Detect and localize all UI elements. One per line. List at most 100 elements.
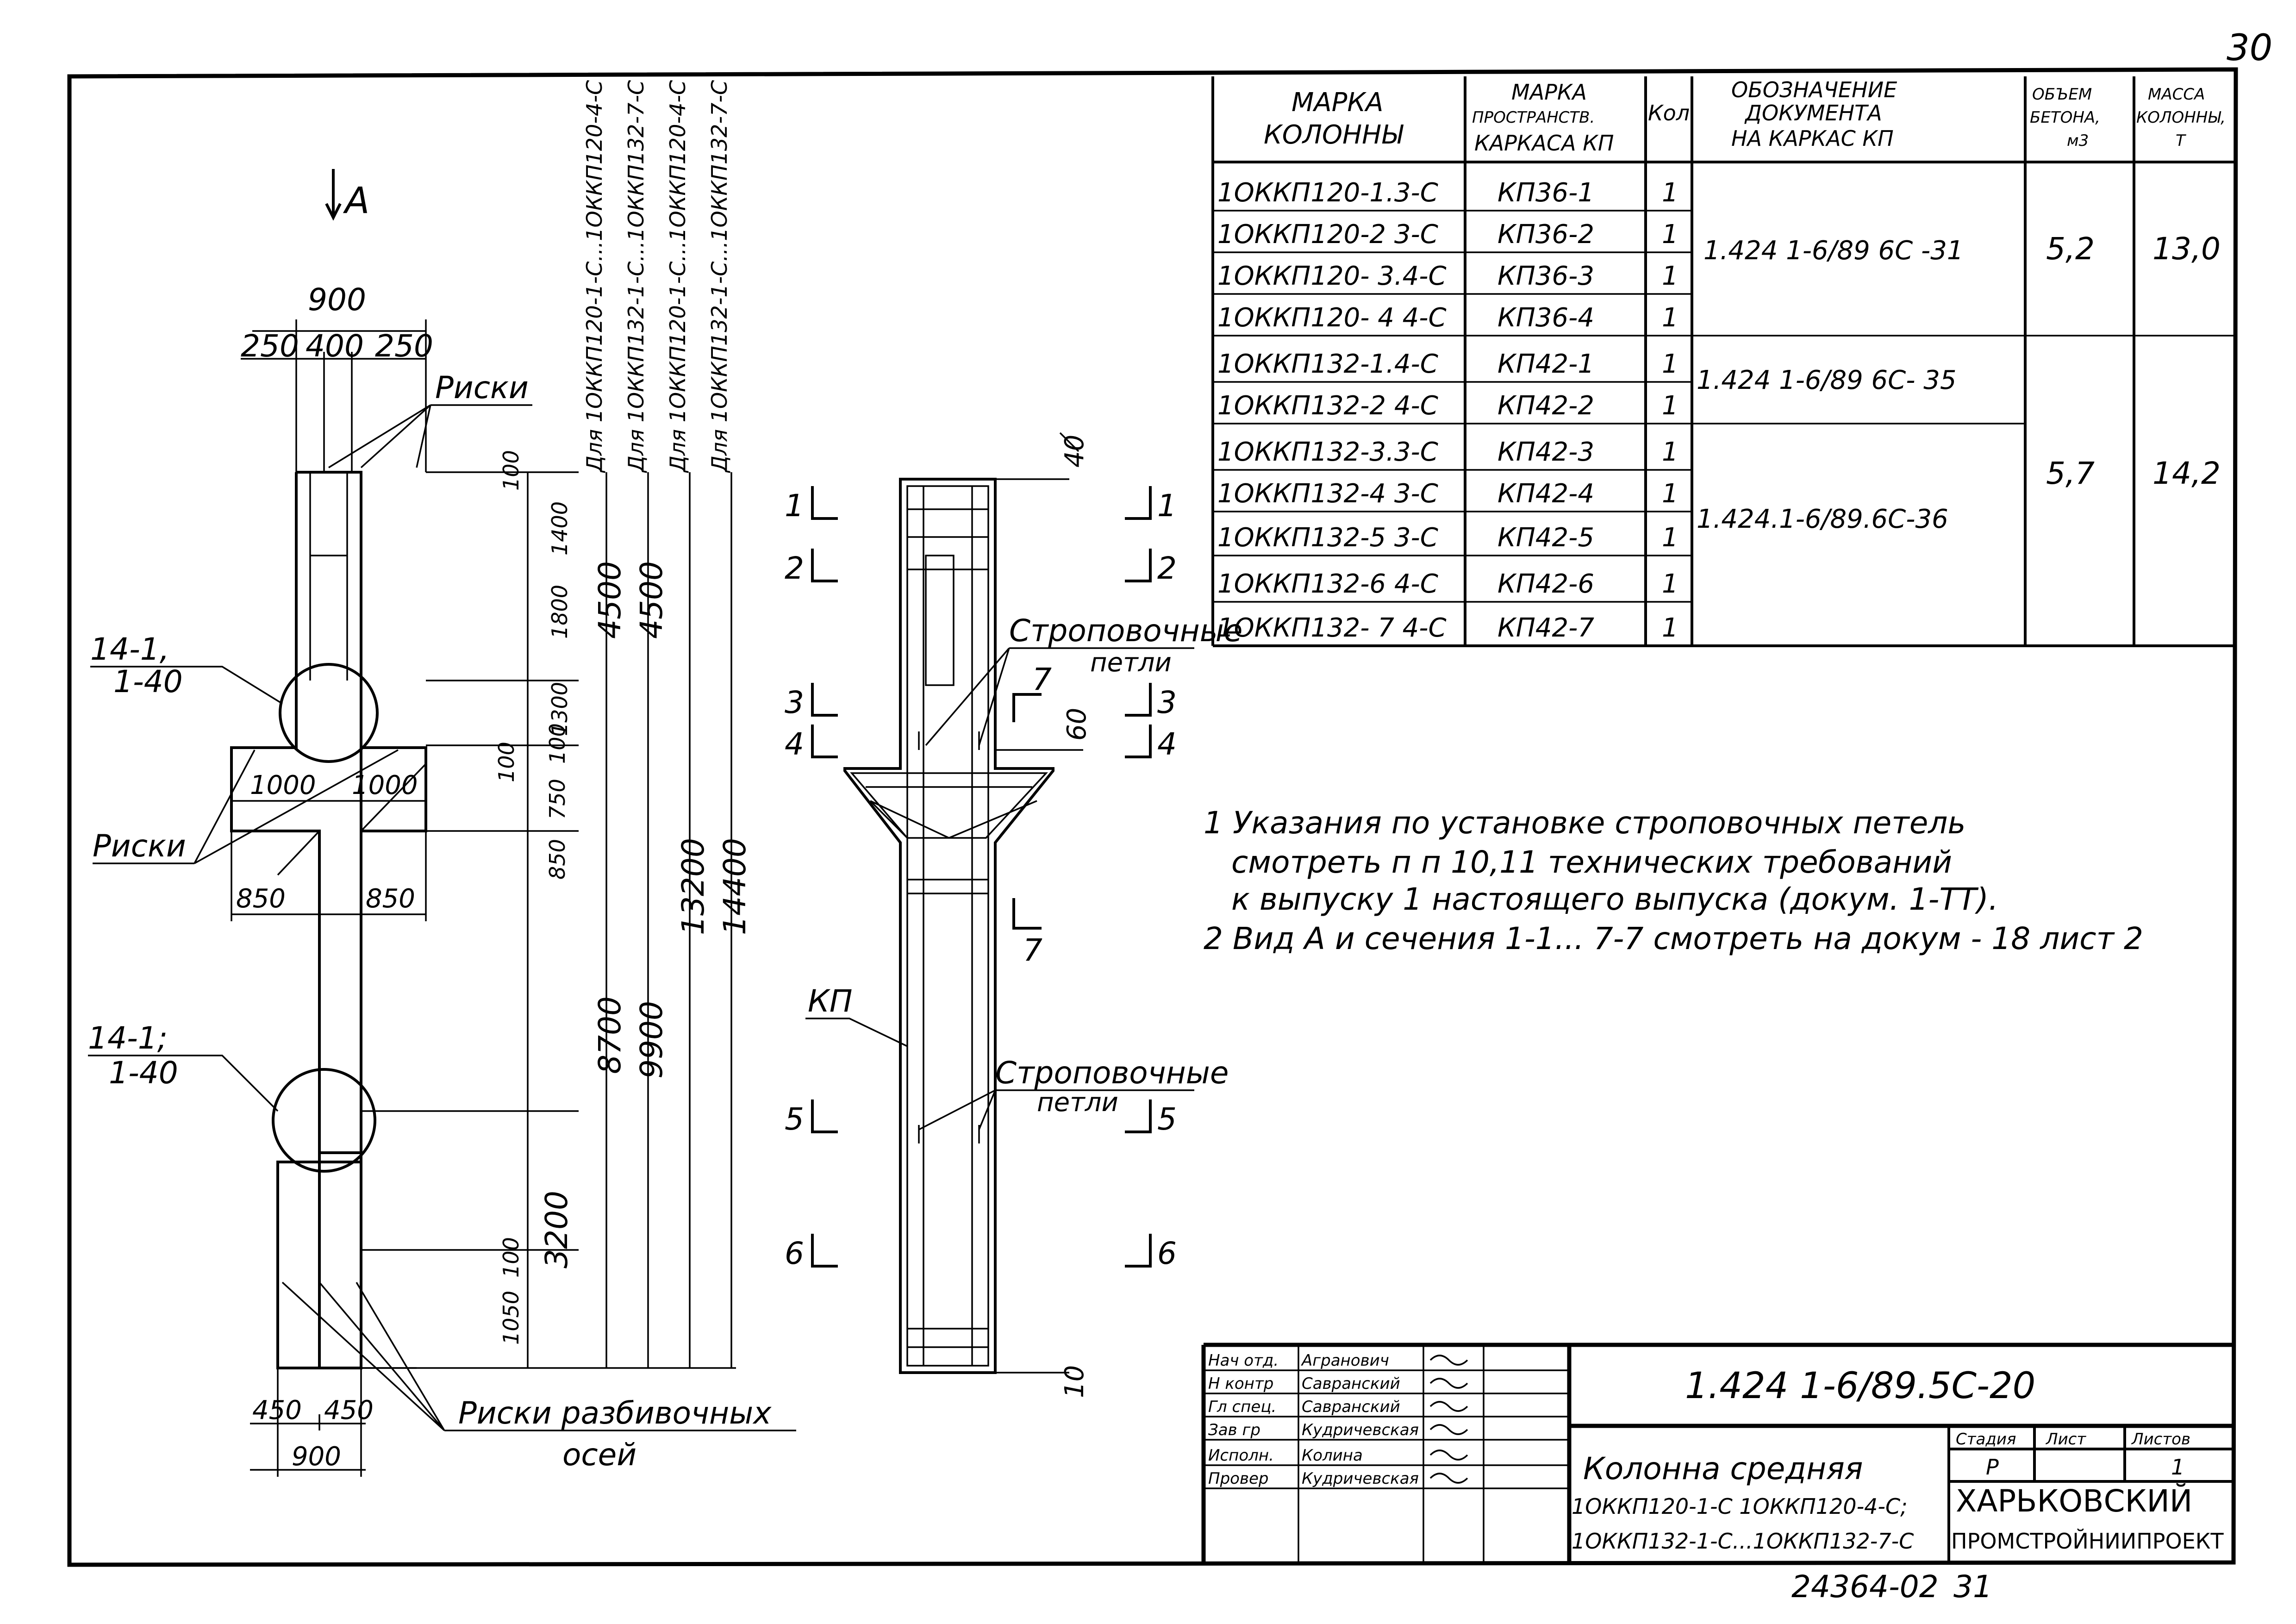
section-label-right: 6 — [1157, 1236, 1177, 1271]
view-label: А — [343, 180, 369, 222]
sheet-label: Лист — [2045, 1430, 2086, 1449]
section-arrow-icon — [811, 1099, 838, 1133]
section-arrow-icon — [1125, 1099, 1152, 1133]
row-frame: КП36-4 — [1497, 303, 1594, 333]
dim-v-1050: 1050 — [499, 1291, 524, 1345]
header-frame-mark-1: МАРКА — [1511, 80, 1587, 105]
row-qty: 1 — [1662, 437, 1678, 467]
column-outline — [230, 472, 362, 1369]
section-label-left: 1 — [785, 488, 804, 524]
row-qty: 1 — [1662, 523, 1678, 553]
section-7-bottom-icon — [1012, 898, 1042, 930]
node-label-2a: 14-1; — [88, 1020, 168, 1056]
section-arrow-icon — [1125, 725, 1152, 758]
section-label-right: 3 — [1157, 685, 1177, 720]
title-role: Провер — [1208, 1469, 1269, 1488]
row-frame: КП42-2 — [1497, 391, 1594, 421]
dim-bottom-450b: 450 — [324, 1395, 374, 1425]
dim-v-100: 100 — [499, 450, 524, 491]
specification-table: МАРКА КОЛОННЫ МАРКА ПРОСТРАНСТВ. КАРКАСА… — [1211, 76, 2235, 647]
view-arrow-icon — [325, 169, 342, 221]
signature-mark — [1429, 1355, 1468, 1366]
row-frame: КП42-5 — [1497, 523, 1594, 553]
dim-console-1000b: 1000 — [352, 770, 418, 800]
section-arrow-icon — [811, 486, 838, 520]
row-mark: 1ОККП120- 4 4-С — [1217, 303, 1447, 333]
row-mark: 1ОККП132-5 3-С — [1217, 523, 1438, 553]
title-role: Исполн. — [1208, 1446, 1274, 1465]
section-label-left: 5 — [785, 1101, 804, 1137]
frame-dim-10: 10 — [1060, 1365, 1090, 1398]
row-qty: 1 — [1662, 261, 1678, 291]
row-mark: 1ОККП120-1.3-С — [1217, 178, 1438, 208]
dim-v-750: 750 — [545, 779, 570, 819]
note-line-4: 2 Вид А и сечения 1-1... 7-7 смотреть на… — [1204, 921, 2143, 956]
title-line-2: 1ОККП120-1-С 1ОККП120-4-С; — [1572, 1494, 1908, 1519]
header-mass-1: МАССА — [2148, 85, 2205, 104]
row-qty: 1 — [1662, 613, 1678, 643]
signature-mark — [1429, 1424, 1468, 1435]
label-loops-2: Строповочные — [995, 1055, 1229, 1091]
dim-overall-9900: 9900 — [634, 1001, 669, 1079]
frame-dim-40: 40 — [1060, 435, 1090, 468]
row-mark: 1ОККП132-4 3-С — [1217, 479, 1438, 509]
dim-console-1000a: 1000 — [250, 770, 316, 800]
row-qty: 1 — [1662, 391, 1678, 421]
stage-label: Стадия — [1956, 1430, 2016, 1449]
title-role: Н контр — [1208, 1374, 1273, 1393]
label-riski-razb-2: осей — [562, 1437, 636, 1473]
row-mark: 1ОККП132-2 4-С — [1217, 391, 1438, 421]
header-column-mark-1: МАРКА — [1292, 87, 1383, 118]
dim-v-100c: 100 — [545, 723, 570, 764]
dim-v-3200: 3200 — [539, 1191, 574, 1268]
title-name: Кудричевская — [1302, 1421, 1419, 1439]
header-volume-1: ОБЪЕМ — [2032, 85, 2092, 104]
note-line-3: к выпуску 1 настоящего выпуска (докум. 1… — [1231, 881, 1998, 917]
header-qty: Кол — [1648, 100, 1690, 125]
title-line-1: Колонна средняя — [1583, 1451, 1863, 1487]
section-arrow-icon — [811, 1234, 838, 1268]
dim-v-1800: 1800 — [547, 585, 572, 639]
row-qty: 1 — [1662, 569, 1678, 599]
row-mark: 1ОККП132-6 4-С — [1217, 569, 1438, 599]
label-loops-2b: петли — [1037, 1087, 1118, 1118]
doc-group-1: 1.424 1-6/89 6С -31 — [1703, 236, 1964, 266]
note-line-1: 1 Указания по установке строповочных пет… — [1204, 805, 1965, 841]
section-7-bottom-label: 7 — [1023, 932, 1042, 968]
stage-value: Р — [1986, 1455, 1999, 1480]
title-name: Колина — [1302, 1446, 1363, 1465]
row-mark: 1ОККП132-1.4-С — [1217, 349, 1438, 379]
label-loops-1b: петли — [1090, 648, 1172, 678]
header-volume-3: м3 — [2067, 131, 2089, 150]
dim-v-1300: 1300 — [547, 682, 572, 736]
dim-top-250a: 250 — [241, 328, 299, 364]
dim-overall-4500a: 4500 — [592, 561, 628, 639]
frame-view: 40 60 10 Строповочные петли Строповочные… — [785, 432, 1242, 1398]
signature-mark — [1429, 1401, 1468, 1412]
title-name: Савранский — [1302, 1374, 1400, 1393]
section-7-top-label: 7 — [1032, 662, 1052, 697]
row-qty: 1 — [1662, 479, 1678, 509]
node-circle-2 — [272, 1068, 376, 1173]
section-label-right: 2 — [1157, 550, 1177, 586]
header-volume-2: БЕТОНА, — [2030, 108, 2100, 127]
section-label-left: 3 — [785, 685, 804, 720]
section-label-right: 5 — [1157, 1101, 1177, 1137]
dim-v-1400: 1400 — [547, 501, 572, 556]
section-arrow-icon — [811, 683, 838, 717]
dim-overall-14400: 14400 — [717, 838, 753, 935]
title-name: Савранский — [1302, 1398, 1400, 1416]
section-arrow-icon — [811, 725, 838, 758]
dim-v-100b: 100 — [494, 742, 519, 782]
header-mass-2: КОЛОННЫ, — [2136, 108, 2226, 127]
doc-group-3: 1.424.1-6/89.6С-36 — [1697, 504, 1948, 534]
label-loops-1: Строповочные — [1009, 613, 1242, 649]
signature-mark — [1429, 1473, 1468, 1484]
volume-group-1: 5,2 — [2046, 231, 2095, 267]
dim-top-900: 900 — [308, 282, 366, 318]
dim-top-250b: 250 — [375, 328, 433, 364]
dim-console-850b: 850 — [366, 884, 415, 914]
mass-group-1: 13,0 — [2152, 231, 2221, 267]
